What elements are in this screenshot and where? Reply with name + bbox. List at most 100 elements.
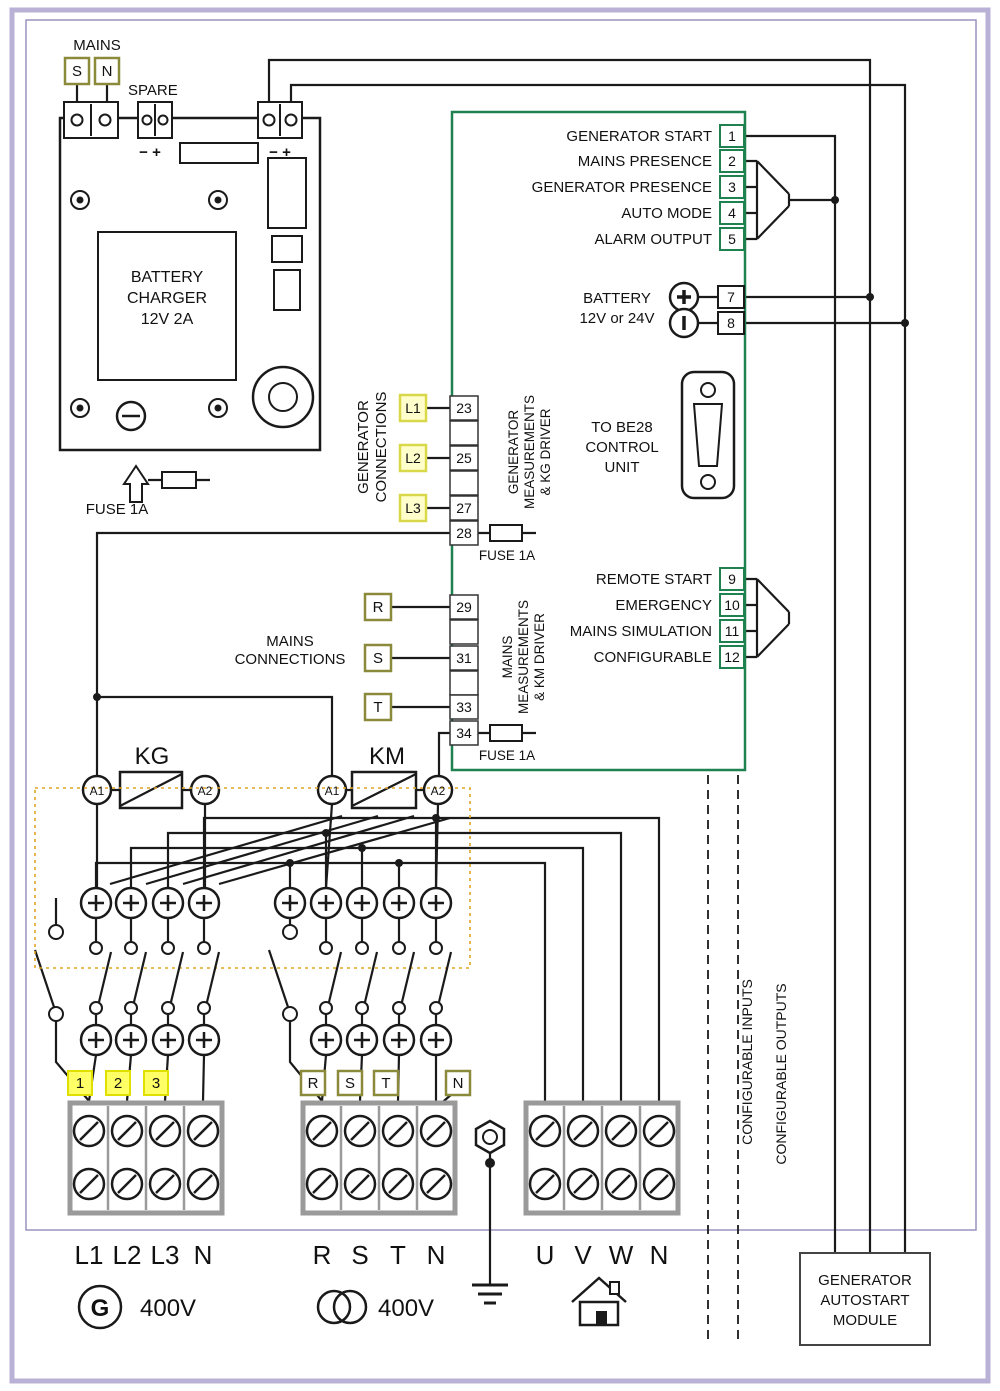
mains-voltage-label: 400V bbox=[378, 1295, 434, 1322]
mains-terminal-strip bbox=[449, 594, 479, 746]
terminal-31-number: 31 bbox=[456, 650, 472, 666]
mains-tag-t: T bbox=[381, 1075, 390, 1092]
mains-measurements-label-2: MEASUREMENTS bbox=[516, 600, 531, 714]
gen-measurements-label-3: & KG DRIVER bbox=[538, 408, 553, 495]
be28-line3: UNIT bbox=[605, 459, 640, 476]
km-label: KM bbox=[369, 743, 405, 770]
gen-phase-l1: L1 bbox=[75, 1240, 104, 1270]
left-disconnect-switch bbox=[48, 924, 64, 1022]
generator-terminal-strip bbox=[449, 395, 479, 546]
charger-polarity-left: − + bbox=[139, 144, 161, 161]
input-10-label: EMERGENCY bbox=[615, 597, 712, 614]
terminal-1-number: 1 bbox=[728, 128, 736, 144]
earth-symbol bbox=[472, 1283, 508, 1305]
terminal-9 bbox=[719, 567, 745, 591]
junction-dots bbox=[93, 196, 909, 867]
mains-phase-t: T bbox=[390, 1240, 406, 1270]
configurable-inputs-label: CONFIGURABLE INPUTS bbox=[739, 979, 755, 1145]
km-a2-label: A2 bbox=[431, 784, 446, 798]
diagram-border bbox=[25, 19, 977, 1231]
up-arrow-icon bbox=[122, 464, 150, 503]
terminal-3-number: 3 bbox=[728, 179, 736, 195]
input-9-label: REMOTE START bbox=[596, 571, 712, 588]
mains-symbol-icon bbox=[316, 1289, 368, 1325]
gen-fuse-icon bbox=[489, 524, 523, 542]
l3-tag-box bbox=[398, 493, 428, 523]
generator-symbol-icon bbox=[77, 1284, 123, 1330]
ats-controller-board bbox=[449, 110, 747, 772]
l1-tag-box bbox=[398, 393, 428, 423]
mains-tag-t-box bbox=[372, 1069, 400, 1097]
top-n-tag-box bbox=[93, 56, 121, 86]
generator-autostart-module-box bbox=[799, 1252, 931, 1346]
generator-symbol-letter: G bbox=[91, 1295, 110, 1322]
gen-connections-label-1: GENERATOR bbox=[355, 400, 372, 494]
t-tag-box bbox=[363, 692, 393, 722]
mains-measurements-label-3: & KM DRIVER bbox=[532, 613, 547, 701]
terminal-4 bbox=[719, 201, 745, 225]
kg-contactor bbox=[81, 770, 221, 810]
r-tag: R bbox=[373, 599, 384, 616]
spare-label: SPARE bbox=[128, 82, 178, 99]
module-line3: MODULE bbox=[833, 1312, 897, 1329]
charger-fuse-label: FUSE 1A bbox=[86, 501, 149, 518]
mains-tag-r: R bbox=[308, 1075, 319, 1092]
km-poles bbox=[311, 888, 451, 1055]
mains-phase-s: S bbox=[351, 1240, 368, 1270]
house-icon bbox=[571, 1276, 627, 1327]
gen-tag-2: 2 bbox=[114, 1075, 122, 1092]
gen-phase-n: N bbox=[194, 1240, 213, 1270]
mains-phase-r: R bbox=[313, 1240, 332, 1270]
top-s-tag: S bbox=[72, 63, 82, 80]
input-11-label: MAINS SIMULATION bbox=[570, 623, 712, 640]
terminal-9-number: 9 bbox=[728, 571, 736, 587]
battery-voltage-label: 12V or 24V bbox=[579, 310, 654, 327]
charger-polarity-right: − + bbox=[269, 144, 291, 161]
mains-tag-s: S bbox=[345, 1075, 355, 1092]
gen-phase-l3: L3 bbox=[151, 1240, 180, 1270]
terminal-2-number: 2 bbox=[728, 153, 736, 169]
terminal-25-number: 25 bbox=[456, 450, 472, 466]
s-tag: S bbox=[373, 650, 383, 667]
terminal-5-number: 5 bbox=[728, 231, 736, 247]
mains-terminal-block bbox=[303, 1103, 455, 1213]
terminal-2 bbox=[719, 149, 745, 173]
terminal-8-number: 8 bbox=[727, 315, 735, 331]
mains-tag-s-box bbox=[336, 1069, 364, 1097]
gen-measurements-label-1: GENERATOR bbox=[506, 410, 521, 495]
mains-top-label: MAINS bbox=[73, 37, 121, 54]
charger-fuse bbox=[122, 464, 197, 503]
gen-tag-2-box bbox=[105, 1070, 131, 1096]
terminal-11-number: 11 bbox=[725, 623, 740, 639]
terminal-7-number: 7 bbox=[727, 289, 735, 305]
generator-terminal-block bbox=[70, 1103, 222, 1213]
contact-assembly-outline bbox=[34, 787, 471, 969]
mains-connections-label-1: MAINS bbox=[266, 633, 314, 650]
gen-tag-3: 3 bbox=[152, 1075, 160, 1092]
terminal-4-number: 4 bbox=[728, 205, 736, 221]
terminal-28-number: 28 bbox=[456, 525, 472, 541]
battery-charger bbox=[58, 101, 322, 452]
load-phase-u: U bbox=[536, 1240, 555, 1270]
terminal-5 bbox=[719, 227, 745, 251]
page-border bbox=[9, 7, 991, 1384]
r-tag-box bbox=[363, 592, 393, 622]
neutral-tag: N bbox=[453, 1075, 464, 1092]
output-1-label: GENERATOR START bbox=[566, 128, 712, 145]
be28-line2: CONTROL bbox=[585, 439, 658, 456]
gen-connections-label-2: CONNECTIONS bbox=[373, 392, 390, 503]
terminal-8 bbox=[717, 311, 745, 335]
l2-tag-box bbox=[398, 443, 428, 473]
configurable-cables bbox=[707, 775, 739, 1345]
terminal-34-number: 34 bbox=[456, 725, 472, 741]
charger-nameplate bbox=[97, 231, 237, 381]
db9-connector bbox=[680, 370, 736, 500]
mains-measurements-label-1: MAINS bbox=[500, 636, 515, 679]
t-tag: T bbox=[373, 699, 382, 716]
gen-tag-1-box bbox=[67, 1070, 93, 1096]
output-3-label: GENERATOR PRESENCE bbox=[532, 179, 712, 196]
terminal-12-number: 12 bbox=[724, 649, 740, 665]
ground-bolt bbox=[474, 1119, 506, 1168]
load-phase-n: N bbox=[650, 1240, 669, 1270]
